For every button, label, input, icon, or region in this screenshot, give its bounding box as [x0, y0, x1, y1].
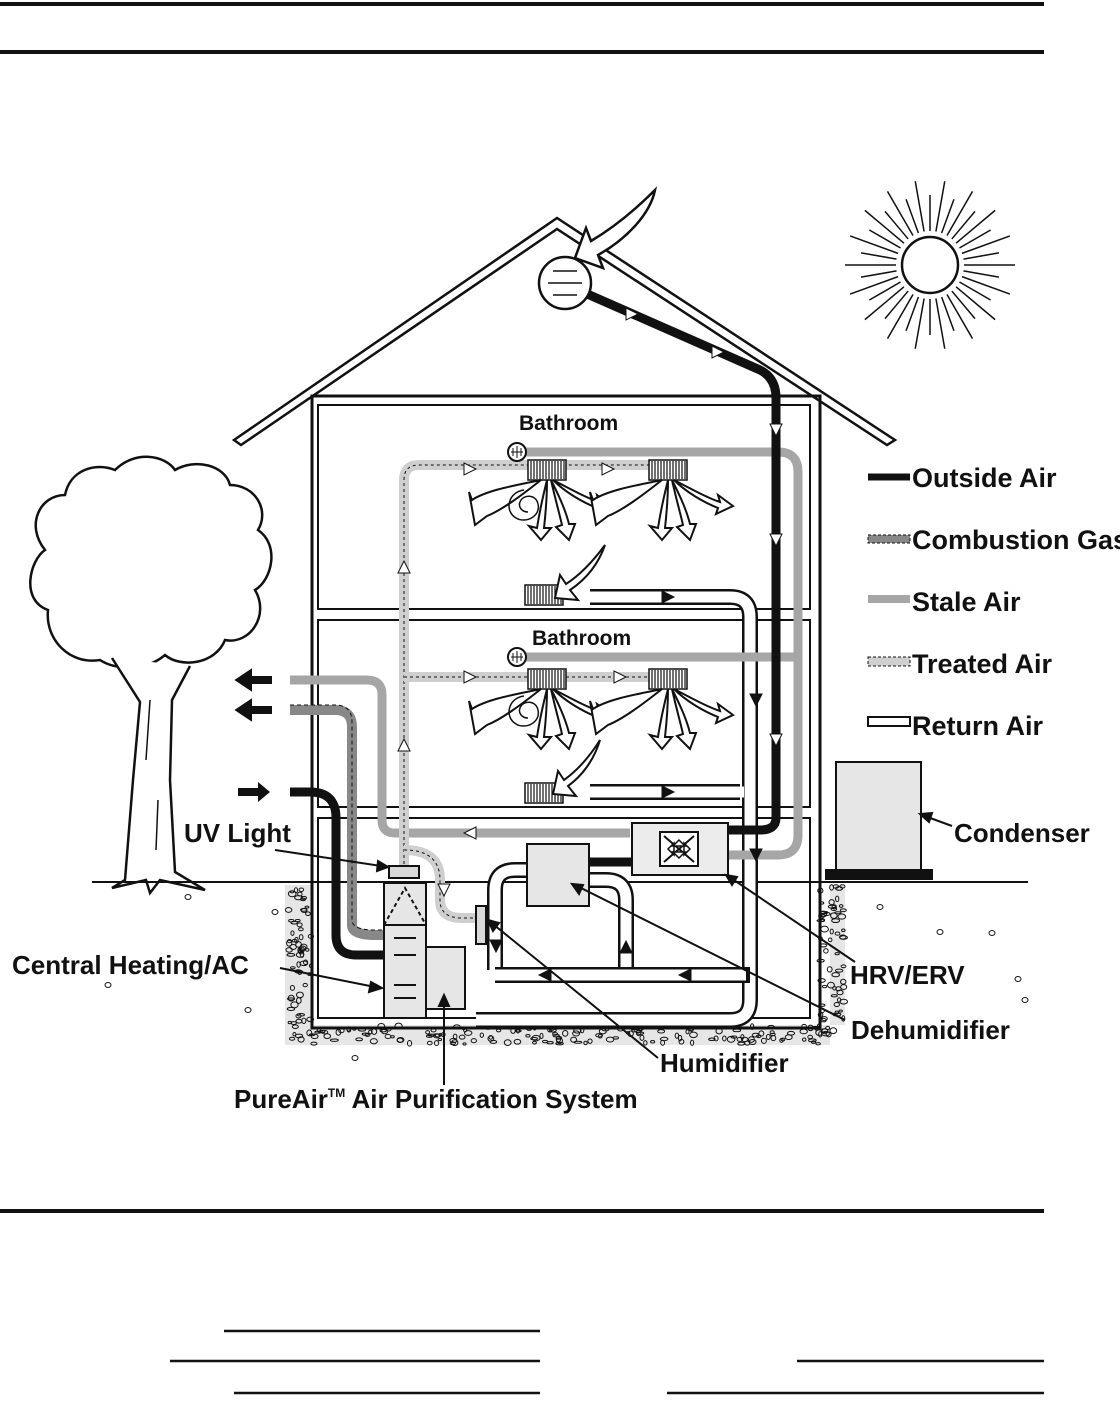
- roof-vent-icon: [537, 186, 658, 311]
- legend-treated-air-label: Treated Air: [912, 649, 1053, 679]
- bathroom-fan-icon: [507, 442, 527, 667]
- pureair-name: PureAir: [234, 1084, 328, 1114]
- callout-leader-lines: [274, 811, 953, 1085]
- pureair-trademark: TM: [328, 1086, 345, 1100]
- dehumidifier-unit: [526, 843, 590, 907]
- page-rules: [0, 2, 1044, 1395]
- legend-swatch-treated-air: [867, 656, 911, 667]
- legend-swatch-return-air: [867, 716, 911, 727]
- legend-return-air-label: Return Air: [912, 711, 1043, 741]
- central-heating-ac-label: Central Heating/AC: [12, 950, 249, 980]
- legend-swatches: [867, 473, 911, 727]
- legend-combustion-gas-label: Combustion Gas: [912, 525, 1120, 555]
- legend-swatch-combustion-gas: [867, 534, 911, 544]
- humidifier-label: Humidifier: [660, 1048, 789, 1078]
- condenser-unit: [825, 761, 933, 880]
- return-intake-arrows: [551, 544, 606, 798]
- dehumidifier-label: Dehumidifier: [851, 1015, 1010, 1045]
- hrv-erv-label: HRV/ERV: [850, 960, 965, 990]
- uv-light-unit: [388, 865, 420, 879]
- return-air-ducts: [476, 589, 758, 1028]
- central-heating-ac-unit: [383, 882, 466, 1019]
- exterior-arrows: [234, 668, 272, 802]
- supply-registers: [524, 459, 688, 804]
- sun-icon: [845, 181, 1015, 349]
- legend-outside-air-label: Outside Air: [912, 463, 1057, 493]
- upper-bathroom-label: Bathroom: [519, 412, 618, 435]
- humidifier-unit: [475, 905, 487, 945]
- hrv-erv-unit: [631, 822, 729, 876]
- stale-air-ducts: [290, 447, 803, 860]
- roof: [231, 216, 898, 447]
- lower-bathroom-label: Bathroom: [532, 627, 631, 650]
- room-airflow-arrows: [468, 479, 735, 751]
- tree-icon: [29, 455, 273, 896]
- outside-air-ducts: [290, 288, 781, 960]
- legend-stale-air-label: Stale Air: [912, 587, 1021, 617]
- uv-light-label: UV Light: [184, 818, 291, 848]
- flow-direction-markers: [397, 307, 783, 982]
- condenser-label: Condenser: [954, 818, 1090, 848]
- combustion-gas-duct: [290, 704, 385, 940]
- pureair-system-label: PureAirTM Air Purification System: [234, 1084, 638, 1114]
- pureair-description: Air Purification System: [345, 1084, 637, 1114]
